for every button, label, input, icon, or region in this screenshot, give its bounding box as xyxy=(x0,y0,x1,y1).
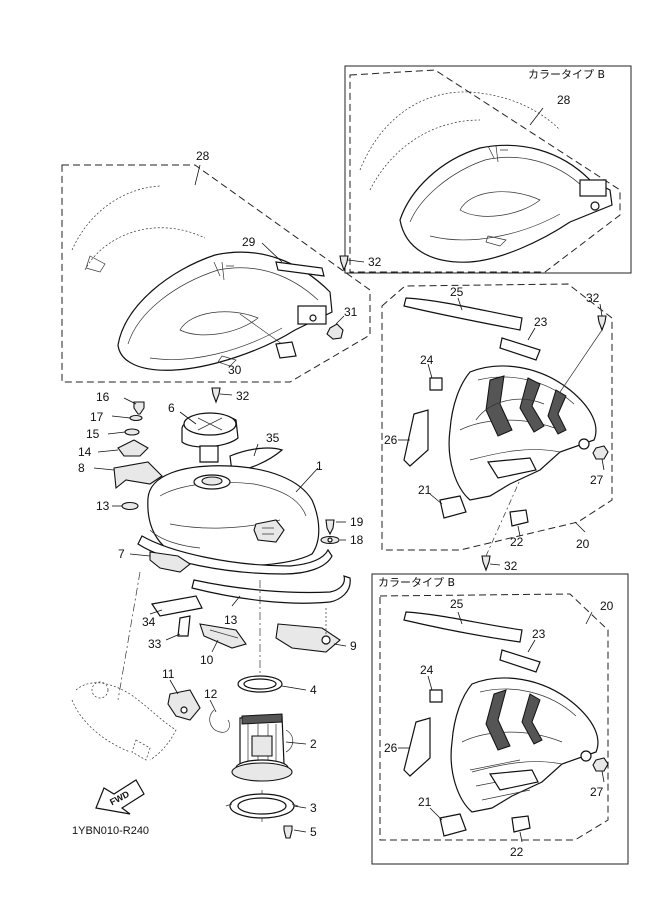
callout-15: 15 xyxy=(86,427,100,441)
callout-4: 4 xyxy=(310,683,317,697)
callout-8: 8 xyxy=(78,461,85,475)
callout-5: 5 xyxy=(310,825,317,839)
callout-22-b: 22 xyxy=(510,845,524,859)
callout-26-a: 26 xyxy=(384,433,398,447)
callout-29: 29 xyxy=(242,235,256,249)
tank-cover-28-variant xyxy=(359,91,613,263)
callout-32-d: 32 xyxy=(504,559,518,573)
callout-12: 12 xyxy=(204,687,218,701)
color-type-b-label: カラータイプ B xyxy=(528,68,605,81)
callout-33: 33 xyxy=(148,637,162,651)
color-type-b-cover-box: カラータイプ B 28 xyxy=(344,65,632,274)
callout-20-a: 20 xyxy=(576,537,590,551)
callout-23-b: 23 xyxy=(532,627,546,641)
callout-18: 18 xyxy=(350,533,364,547)
pump-area: 4 11 12 2 3 5 xyxy=(71,667,317,839)
callout-32-b: 32 xyxy=(236,389,250,403)
callout-20-b: 20 xyxy=(600,599,614,613)
callout-22-a: 22 xyxy=(510,535,524,549)
callout-21-a: 21 xyxy=(418,483,432,497)
side-cover-variant xyxy=(450,677,599,813)
callout-10: 10 xyxy=(200,653,214,667)
side-cover-main xyxy=(448,365,597,501)
fuel-cap-6 xyxy=(181,412,239,463)
part-32-screws: 32 32 32 32 xyxy=(211,255,607,573)
callout-25-a: 25 xyxy=(450,285,464,299)
color-type-b-label-2: カラータイプ B xyxy=(378,576,455,589)
callout-23-a: 23 xyxy=(534,315,548,329)
fwd-arrow-icon: FWD xyxy=(95,779,145,815)
fuel-pump-2 xyxy=(231,713,294,782)
color-type-b-side-box: カラータイプ B 20 25 23 24 26 27 xyxy=(371,573,629,865)
callout-28-b: 28 xyxy=(557,93,571,107)
callout-28: 28 xyxy=(196,149,210,163)
part-29-strip: 29 xyxy=(242,235,325,277)
callout-30: 30 xyxy=(228,363,242,377)
callout-27-a: 27 xyxy=(590,473,604,487)
callout-13-a: 13 xyxy=(96,499,110,513)
callout-1: 1 xyxy=(316,459,323,473)
callout-24-a: 24 xyxy=(420,353,434,367)
callout-32-a: 32 xyxy=(368,255,382,269)
callout-6: 6 xyxy=(168,401,175,415)
callout-2: 2 xyxy=(310,737,317,751)
part-30-label: 30 xyxy=(228,313,297,377)
callout-14: 14 xyxy=(78,445,92,459)
callout-16: 16 xyxy=(96,390,110,404)
callout-21-b: 21 xyxy=(418,795,432,809)
callout-3: 3 xyxy=(310,801,317,815)
callout-26-b: 26 xyxy=(384,741,398,755)
callout-32-c: 32 xyxy=(586,291,600,305)
callout-7: 7 xyxy=(118,547,125,561)
drawing-code: 1YBN010-R240 xyxy=(72,825,149,837)
callout-9: 9 xyxy=(350,639,357,653)
callout-25-b: 25 xyxy=(450,597,464,611)
callout-11: 11 xyxy=(162,667,175,681)
fuel-tank-1 xyxy=(147,465,320,567)
callout-19: 19 xyxy=(350,515,364,529)
part-31-nut: 31 xyxy=(326,305,358,340)
callout-27-b: 27 xyxy=(590,785,604,799)
callout-24-b: 24 xyxy=(420,663,434,677)
callout-17: 17 xyxy=(90,410,104,424)
side-cover-group: 20 25 23 24 26 27 21 xyxy=(381,283,613,557)
callout-35: 35 xyxy=(266,431,280,445)
callout-34: 34 xyxy=(142,615,156,629)
tank-cover-group: 28 xyxy=(61,149,371,383)
callout-13-b: 13 xyxy=(224,613,238,627)
callout-31: 31 xyxy=(344,305,358,319)
fuel-tank-area: 16 17 15 14 8 6 35 xyxy=(78,390,364,667)
